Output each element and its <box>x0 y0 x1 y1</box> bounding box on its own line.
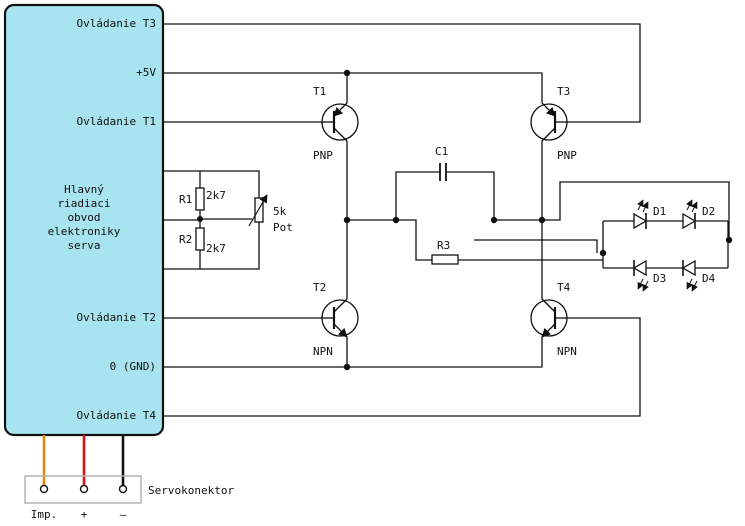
wire-plus5v-rail <box>163 72 543 103</box>
wire-divider-top <box>163 170 201 188</box>
led-d3 <box>632 259 649 292</box>
transistor-t2 <box>320 298 359 338</box>
controller-label-line-1: Hlavný <box>64 183 104 196</box>
connector-pin-plus <box>79 484 89 494</box>
wire-gnd-rail <box>163 337 543 368</box>
r3-label: R3 <box>437 239 450 252</box>
wire-pot-top <box>200 170 260 198</box>
junction-right-node <box>538 216 546 224</box>
transistor-t4 <box>530 298 568 338</box>
t1-name: T1 <box>313 85 326 98</box>
pin-label-t2: Ovládanie T2 <box>77 311 156 324</box>
junction-led-left <box>599 249 607 257</box>
t3-type: PNP <box>557 149 577 162</box>
r2-value: 2k7 <box>206 242 226 255</box>
pot-label: Pot <box>273 221 293 234</box>
led-d1 <box>633 199 649 230</box>
connector-pin-minus <box>118 484 128 494</box>
resistor-r1 <box>195 187 205 211</box>
d1-label: D1 <box>653 205 666 218</box>
controller-label-line-2: riadiaci <box>58 197 111 210</box>
junction-gnd <box>343 363 351 371</box>
r2-label: R2 <box>179 233 192 246</box>
junction-left-node <box>343 216 351 224</box>
t1-type: PNP <box>313 149 333 162</box>
d4-label: D4 <box>702 272 716 285</box>
potentiometer <box>254 197 264 223</box>
wire-c1-left <box>395 171 440 220</box>
pin-label-gnd: 0 (GND) <box>110 360 156 373</box>
wire-divider-bottom <box>163 250 201 270</box>
controller-label-line-3: obvod <box>67 211 100 224</box>
r1-value: 2k7 <box>206 189 226 202</box>
led-d4 <box>681 259 698 292</box>
connector-pin-label-plus: + <box>81 508 88 521</box>
wire-led-left-feed <box>474 239 598 253</box>
d2-label: D2 <box>702 205 715 218</box>
t2-name: T2 <box>313 281 326 294</box>
controller-label-line-4: elektroniky <box>48 225 121 238</box>
pot-value: 5k <box>273 205 287 218</box>
wire-c1-right <box>446 171 495 220</box>
d3-label: D3 <box>653 272 666 285</box>
resistor-r2 <box>195 227 205 251</box>
t2-type: NPN <box>313 345 333 358</box>
junction-c1-right <box>490 216 498 224</box>
pin-label-t4: Ovládanie T4 <box>77 409 157 422</box>
wire-control-t3 <box>163 23 641 123</box>
t3-name: T3 <box>557 85 570 98</box>
pin-label-t3: Ovládanie T3 <box>77 17 156 30</box>
wire-control-t4 <box>163 317 641 417</box>
transistor-t1 <box>320 102 359 142</box>
controller-label-line-5: serva <box>67 239 100 252</box>
wire-r3-left <box>396 219 432 261</box>
servo-connector <box>24 475 142 504</box>
connector-label: Servokonektor <box>148 484 234 497</box>
junction-plus5v <box>343 69 351 77</box>
c1-label: C1 <box>435 145 448 158</box>
junction-led-right <box>725 236 733 244</box>
t4-name: T4 <box>557 281 571 294</box>
connector-pin-label-impulse: Imp. <box>31 508 58 521</box>
wire-pot-bottom <box>200 222 260 270</box>
t4-type: NPN <box>557 345 577 358</box>
r1-label: R1 <box>179 193 192 206</box>
connector-pin-impulse <box>39 484 49 494</box>
potentiometer-arrow <box>248 194 268 227</box>
led-d2 <box>682 199 698 230</box>
junction-c1-left <box>392 216 400 224</box>
resistor-r3 <box>431 254 459 265</box>
pin-label-plus5v: +5V <box>136 66 156 79</box>
transistor-t3 <box>530 102 568 142</box>
pin-label-t1: Ovládanie T1 <box>77 115 156 128</box>
wire-led-right-feed <box>542 181 730 240</box>
connector-pin-label-minus: – <box>120 508 127 521</box>
